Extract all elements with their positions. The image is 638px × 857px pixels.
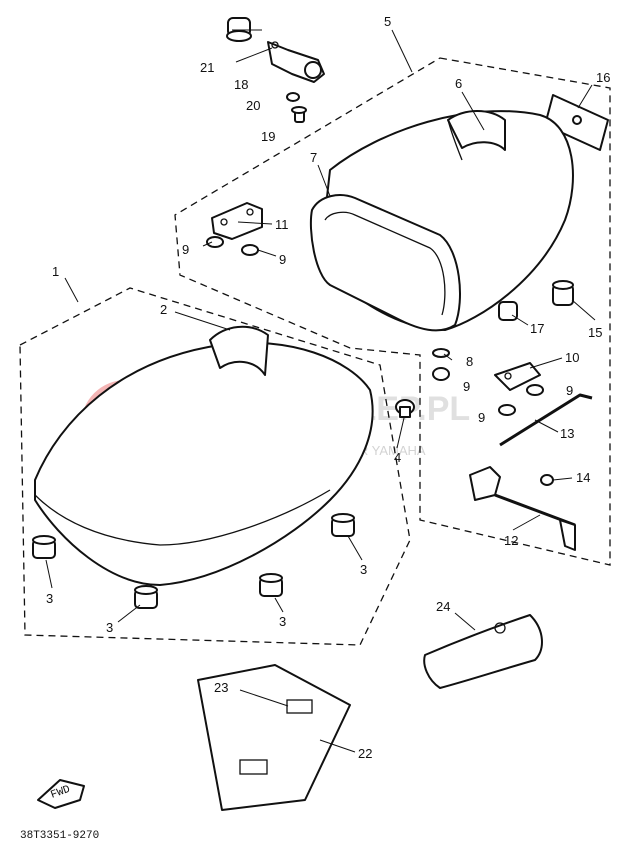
callout-12: 12 [504, 533, 518, 548]
part-23-label-b [239, 759, 268, 775]
callout-3-c: 3 [279, 614, 286, 629]
callout-3-a: 3 [46, 591, 53, 606]
part-19-screw [291, 106, 307, 123]
part-9-nut-d [526, 384, 544, 396]
callout-9-e: 9 [478, 410, 485, 425]
part-22-sheet [197, 664, 351, 811]
part-3-damper-d [331, 513, 355, 537]
callout-17: 17 [530, 321, 544, 336]
part-3-damper-b [134, 585, 158, 609]
part-1-front-seat [34, 325, 374, 586]
callout-20: 20 [246, 98, 260, 113]
part-9-nut-e [498, 404, 516, 416]
part-18-lock [267, 41, 325, 83]
callout-24: 24 [436, 599, 450, 614]
callout-5: 5 [384, 14, 391, 29]
part-11-bracket [211, 202, 263, 240]
callout-4: 4 [394, 450, 401, 465]
callout-15: 15 [588, 325, 602, 340]
part-12-seat-lock [469, 466, 576, 551]
part-9-nut-b [241, 244, 259, 256]
part-23-label-a [286, 699, 313, 714]
part-13-cable [499, 393, 593, 447]
part-14-bolt [540, 474, 554, 486]
group-outline-rear-seat [174, 57, 611, 566]
part-9-nut-a [206, 236, 224, 248]
part-15-damper [552, 280, 574, 306]
catalog-code: 38T3351-9270 [20, 830, 99, 842]
callout-labels: 5 6 7 1 2 21 18 20 19 16 11 9 9 8 10 9 9… [46, 14, 610, 761]
callout-18: 18 [234, 77, 248, 92]
callout-23: 23 [214, 680, 228, 695]
part-20-washer [286, 92, 300, 102]
callout-3-b: 3 [106, 620, 113, 635]
part-24-tool-pouch [423, 614, 543, 689]
part-4-bolt [395, 399, 415, 418]
part-7-rear-seat [309, 110, 574, 332]
part-3-damper-c [259, 573, 283, 597]
callout-9-c: 9 [463, 379, 470, 394]
callout-6: 6 [455, 76, 462, 91]
callout-10: 10 [565, 350, 579, 365]
callout-16: 16 [596, 70, 610, 85]
part-10-bracket [494, 362, 541, 391]
callout-19: 19 [261, 129, 275, 144]
callout-11: 11 [275, 217, 289, 232]
fwd-arrow-icon: FWD [37, 779, 85, 809]
callout-13: 13 [560, 426, 574, 441]
callout-8: 8 [466, 354, 473, 369]
part-16-reflector [544, 94, 609, 151]
part-9-nut-c [432, 367, 450, 381]
part-21-cap [226, 17, 252, 42]
callout-9-b: 9 [279, 252, 286, 267]
callout-7: 7 [310, 150, 317, 165]
callout-21: 21 [200, 60, 214, 75]
callout-22: 22 [358, 746, 372, 761]
callout-3-d: 3 [360, 562, 367, 577]
callout-9-d: 9 [566, 383, 573, 398]
callout-1: 1 [52, 264, 59, 279]
callout-14: 14 [576, 470, 590, 485]
part-3-damper-a [32, 535, 56, 559]
leader-lines [45, 29, 596, 753]
callout-2: 2 [160, 302, 167, 317]
callout-9-a: 9 [182, 242, 189, 257]
part-17-damper [498, 301, 518, 321]
group-outline-front-seat [19, 287, 411, 646]
